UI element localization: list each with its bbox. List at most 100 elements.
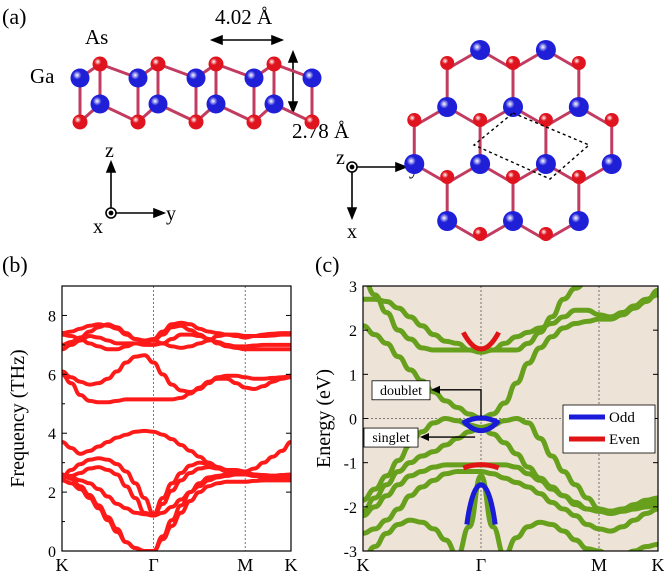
legend-box xyxy=(562,404,656,454)
ga-atom xyxy=(148,94,168,114)
singlet-arrowhead xyxy=(420,433,429,442)
side-axes xyxy=(105,159,167,219)
as-atom xyxy=(246,114,262,130)
ga-atom xyxy=(186,68,206,88)
ga-atom xyxy=(437,211,458,231)
band-line-8 xyxy=(62,353,291,395)
y-axis-label: Energy (eV) xyxy=(313,369,335,468)
lattice-constant-arrow xyxy=(209,34,285,46)
doublet-label: doublet xyxy=(380,384,422,399)
ga-atom xyxy=(244,68,264,88)
as-atom xyxy=(506,56,520,70)
panel-b-label: (b) xyxy=(2,252,28,277)
x-tick-label: Γ xyxy=(148,555,158,572)
side-axis-x: x xyxy=(93,216,103,238)
band-line-7 xyxy=(62,372,291,405)
plot-frame xyxy=(61,285,292,552)
top-axes xyxy=(346,161,409,221)
ga-atom xyxy=(601,154,622,174)
as-atom xyxy=(604,113,619,127)
panel-a-label: (a) xyxy=(2,4,26,29)
even-band-segment xyxy=(462,462,500,471)
side-view-structure xyxy=(70,56,322,130)
as-atom xyxy=(208,56,224,72)
as-atom xyxy=(473,113,488,127)
odd-band-segment xyxy=(461,418,501,434)
x-tick-label: K xyxy=(357,555,370,572)
as-atom xyxy=(571,56,586,70)
band-line-10 xyxy=(62,322,291,349)
buckling-height-label: 2.78 Å xyxy=(292,119,350,143)
band-line-8 xyxy=(367,473,658,551)
as-atom xyxy=(538,227,553,241)
y-tick-label: 4 xyxy=(48,426,56,443)
as-atom xyxy=(407,113,422,127)
y-tick-label: 1 xyxy=(349,367,357,384)
as-atom xyxy=(304,114,320,130)
x-tick-label: Γ xyxy=(476,555,486,572)
y-tick-label: 8 xyxy=(48,308,56,325)
ga-atom xyxy=(535,40,556,60)
ga-atom xyxy=(568,211,589,231)
y-tick-label: -2 xyxy=(344,500,357,517)
top-view-structure xyxy=(404,40,622,242)
y-tick-label: 3 xyxy=(349,279,357,296)
side-axis-z: z xyxy=(105,140,114,162)
ga-atom xyxy=(503,97,523,117)
as-label: As xyxy=(85,25,108,49)
ga-atom xyxy=(206,94,226,114)
as-atom xyxy=(571,170,586,184)
band-line-5 xyxy=(62,428,291,474)
ga-atom xyxy=(264,94,284,114)
as-atom xyxy=(266,56,282,72)
y-tick-label: 2 xyxy=(349,323,357,340)
ga-label: Ga xyxy=(30,64,55,88)
as-atom xyxy=(440,56,455,70)
as-atom xyxy=(92,56,108,72)
legend-label-odd: Odd xyxy=(609,410,635,426)
band-line-7 xyxy=(363,469,658,536)
singlet-label: singlet xyxy=(372,431,409,446)
top-axis-x: x xyxy=(347,221,357,243)
series-group xyxy=(363,286,658,551)
odd-band-segment xyxy=(464,482,498,525)
y-axis-label: Frequency (THz) xyxy=(7,349,29,487)
as-atom xyxy=(538,113,553,127)
as-atom xyxy=(188,114,204,130)
buckling-height-arrow xyxy=(287,49,299,115)
y-tick-label: -1 xyxy=(344,456,357,473)
y-tick-label: -3 xyxy=(344,544,357,561)
as-atom xyxy=(440,170,455,184)
band-line-12 xyxy=(62,320,291,343)
even-band-segment xyxy=(461,331,501,352)
band-line-1 xyxy=(366,286,584,353)
as-atom xyxy=(506,170,520,184)
series-group xyxy=(62,320,291,551)
as-atom xyxy=(130,114,146,130)
ga-atom xyxy=(302,68,322,88)
band-line-6 xyxy=(62,470,291,518)
band-line-3 xyxy=(363,287,658,422)
doublet-arrowhead xyxy=(431,385,440,394)
lattice-constant-label: 4.02 Å xyxy=(215,5,273,29)
as-atom xyxy=(150,56,166,72)
band-line-9 xyxy=(62,332,291,352)
doublet-arrow xyxy=(438,389,482,417)
panel-c-label: (c) xyxy=(315,252,339,277)
y-tick-label: 2 xyxy=(48,485,56,502)
ga-atom xyxy=(535,154,556,174)
top-axis-z: z xyxy=(336,147,345,169)
ga-atom xyxy=(470,40,491,60)
x-tick-label: K xyxy=(652,555,664,572)
y-tick-label: 0 xyxy=(48,544,56,561)
as-atom xyxy=(473,227,488,241)
as-atom xyxy=(72,114,88,130)
ga-atom xyxy=(437,97,458,117)
x-tick-label: K xyxy=(285,555,298,572)
ga-atom xyxy=(90,94,110,114)
